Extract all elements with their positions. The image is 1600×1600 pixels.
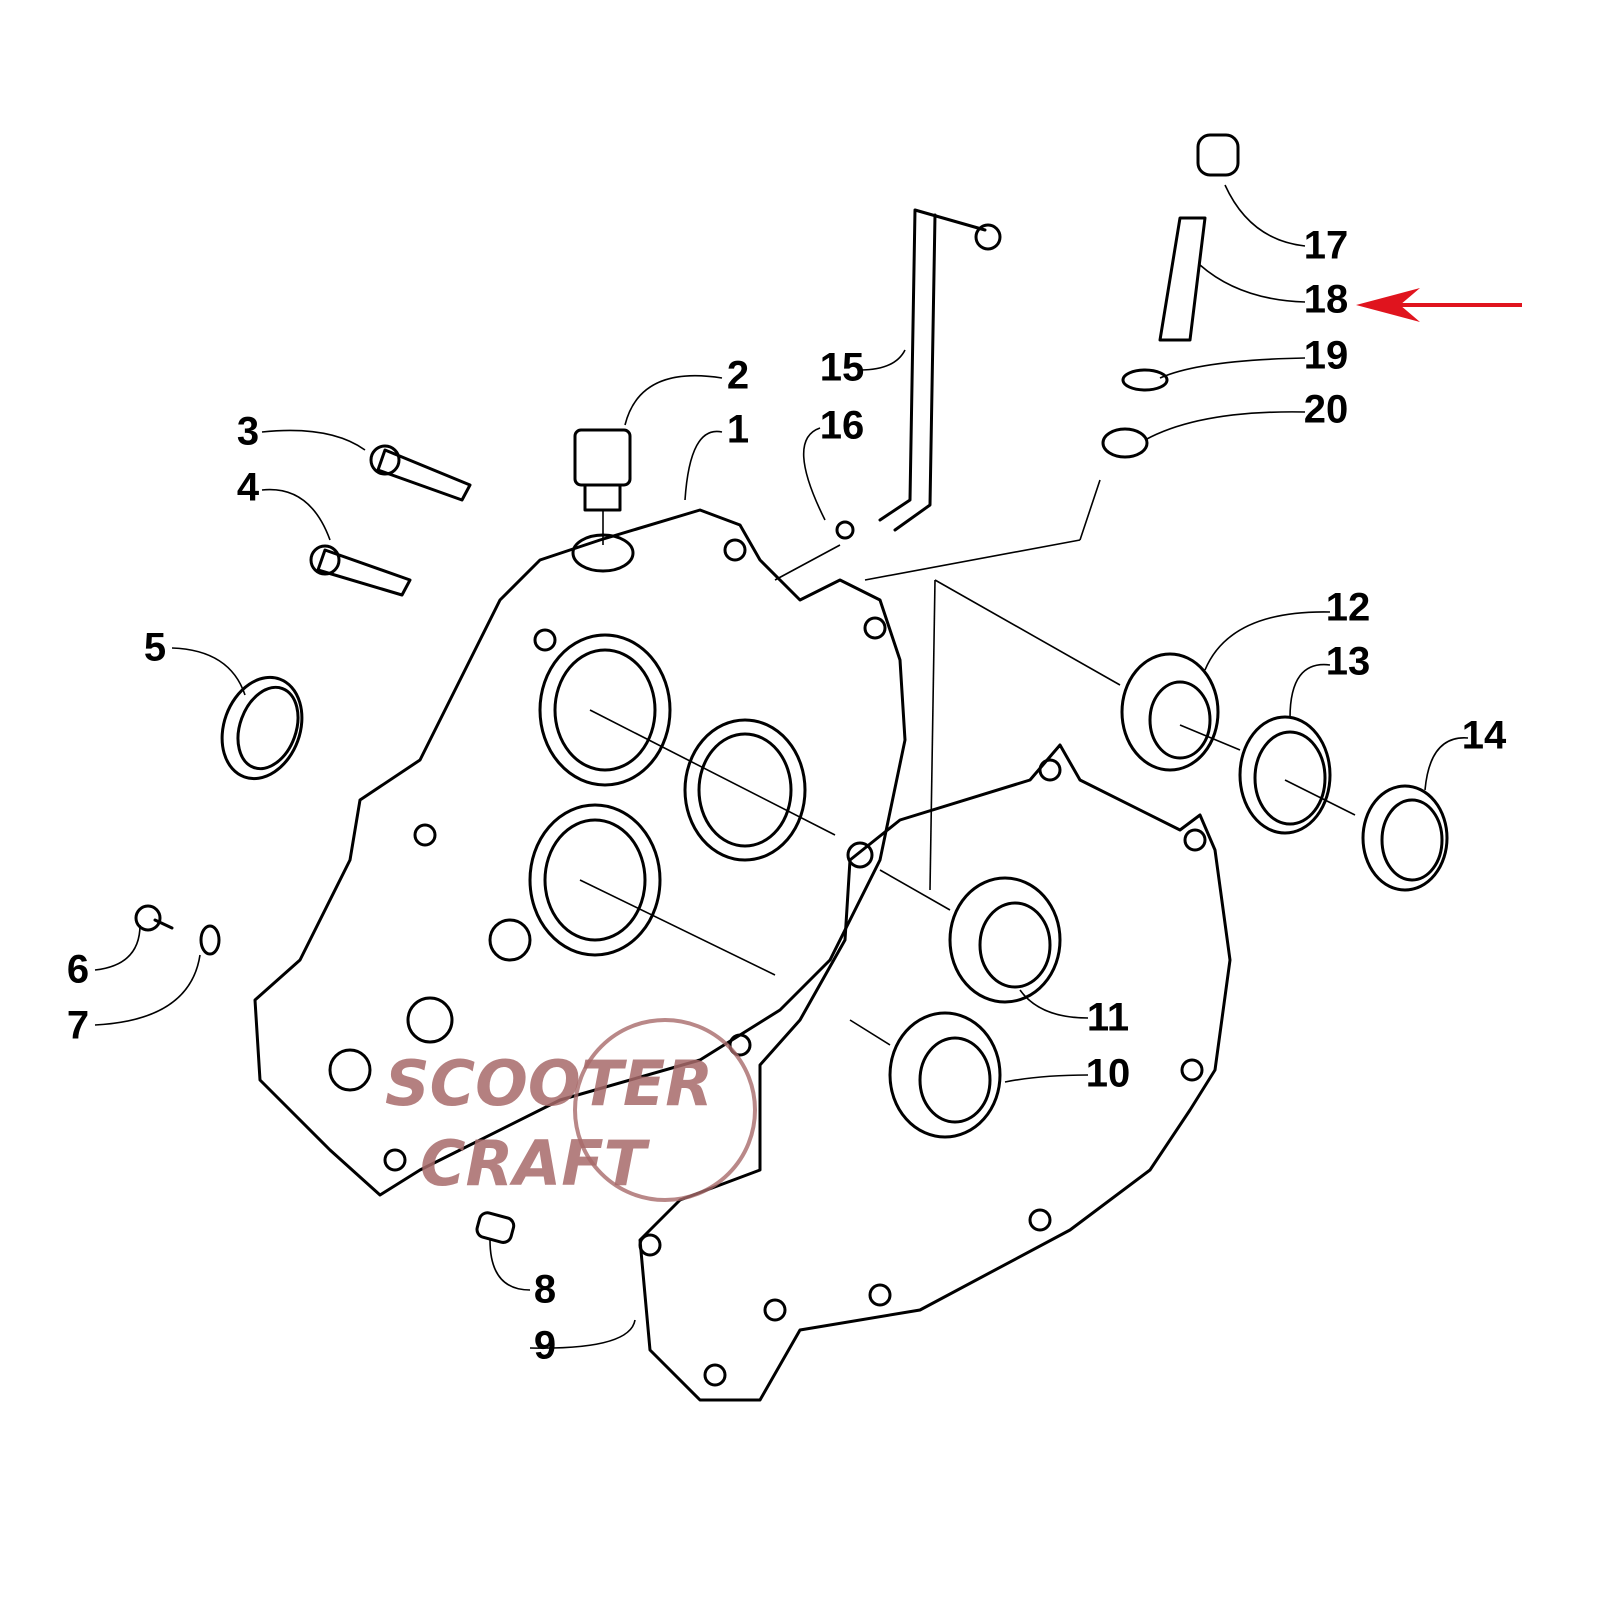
callout-5: 5 [144, 626, 166, 670]
cover-bores [328, 533, 887, 1172]
callout-12: 12 [1326, 586, 1371, 630]
callout-labels: 1 2 3 4 5 6 7 8 9 10 11 12 13 14 15 16 1… [67, 224, 1507, 1368]
callout-1: 1 [727, 408, 749, 452]
callout-8: 8 [534, 1268, 556, 1312]
callout-13: 13 [1326, 640, 1371, 684]
bearings [220, 652, 1449, 1139]
watermark-logo: SCOOTER CRAFT [385, 1018, 757, 1202]
callout-9: 9 [534, 1324, 556, 1368]
fasteners [134, 133, 1240, 1244]
callout-16: 16 [820, 404, 865, 448]
watermark-line-2: CRAFT [420, 1127, 651, 1200]
callout-7: 7 [67, 1004, 89, 1048]
callout-6: 6 [67, 948, 89, 992]
leader-lines [94, 184, 1469, 1349]
gasket [638, 743, 1232, 1402]
callout-17: 17 [1304, 224, 1349, 268]
callout-11: 11 [1087, 996, 1129, 1040]
callout-19: 19 [1304, 334, 1349, 378]
callout-3: 3 [237, 410, 259, 454]
callout-15: 15 [820, 346, 865, 390]
callout-14: 14 [1462, 714, 1507, 758]
highlight-arrow-icon [1356, 288, 1522, 322]
callout-10: 10 [1086, 1052, 1131, 1096]
callout-2: 2 [727, 354, 749, 398]
watermark-line-1: SCOOTER [385, 1047, 713, 1120]
callout-4: 4 [237, 466, 260, 510]
callout-20: 20 [1304, 388, 1349, 432]
callout-18: 18 [1304, 278, 1349, 322]
